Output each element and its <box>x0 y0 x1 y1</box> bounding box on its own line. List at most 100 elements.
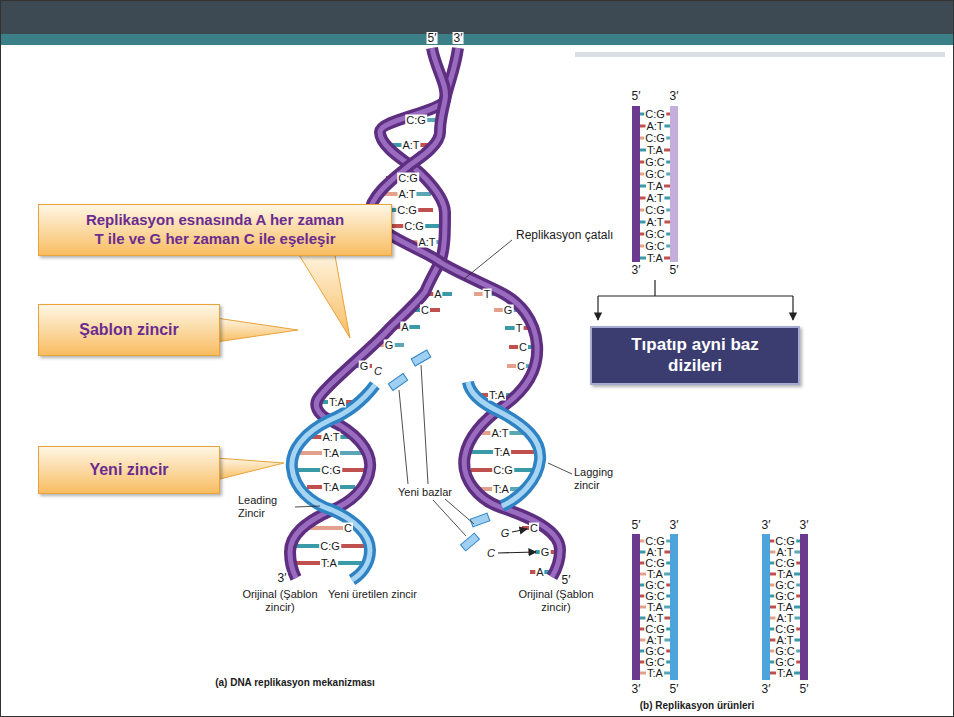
base-letter: A <box>535 567 544 578</box>
panel-caption: (b) Replikasyon ürünleri <box>640 700 754 712</box>
base-letter: G <box>359 361 370 372</box>
base-pair-label: G:C <box>644 157 666 168</box>
ladder-strand <box>670 106 678 262</box>
base-pair-label: T:A <box>646 569 664 580</box>
base-pair-label: G:C <box>774 580 796 591</box>
strand-end-label: 5′ <box>561 574 572 586</box>
annotation-label: Orijinal (Şablon zincir) <box>236 588 324 613</box>
base-pair-label: A:T <box>321 432 340 443</box>
base-pair-label: T:A <box>776 602 794 613</box>
base-pair-label: C:G <box>319 541 341 552</box>
base-pair-label: G:C <box>774 591 796 602</box>
base-pair-label: T:A <box>646 181 664 192</box>
strand-end-label: 5′ <box>669 264 680 276</box>
leader-line <box>464 240 512 279</box>
strand-end-label: 5′ <box>631 90 642 102</box>
base-pair-label: G:C <box>644 229 666 240</box>
base-pair-label: A:T <box>645 635 664 646</box>
base-pair-label: G:C <box>774 657 796 668</box>
base-pair-label: A:T <box>645 217 664 228</box>
callout-tail <box>296 250 350 338</box>
callout-tail <box>216 318 298 342</box>
annotation-label: Yeni bazlar <box>398 486 452 499</box>
leader-lines <box>295 240 572 536</box>
callout-tail <box>216 458 284 480</box>
pairing-arrow <box>512 529 527 532</box>
ladder-strand <box>632 106 640 262</box>
base-pair-label: T:A <box>646 253 664 264</box>
base-pair-label: T:A <box>322 448 340 459</box>
new-base-fragment <box>388 374 407 391</box>
strand-end-label: 3′ <box>631 683 642 695</box>
leader-line <box>433 500 466 536</box>
base-pair-label: T:A <box>320 558 338 569</box>
base-pair-label: A:T <box>417 237 436 248</box>
strand-highlight <box>292 385 375 580</box>
base-pair-label: A:T <box>645 613 664 624</box>
base-pair-label: C:G <box>774 536 796 547</box>
base-pair-label: C:G <box>774 624 796 635</box>
base-letter: C <box>529 523 539 534</box>
strand-end-label: 3′ <box>277 572 288 584</box>
base-pair-label: A:T <box>775 635 794 646</box>
annotation-label: Replikasyon çatalı <box>516 229 613 243</box>
annotation-label: Orijinal (Şablon zincir) <box>512 588 600 613</box>
strand-end-label: 3′ <box>453 32 464 44</box>
base-pair-label: G:C <box>644 580 666 591</box>
strand-end-label: 5′ <box>669 683 680 695</box>
strand-end-label: 3′ <box>669 90 680 102</box>
base-pair-label: T:A <box>493 447 511 458</box>
new-base-fragment <box>470 513 490 527</box>
ladder-strand <box>632 534 640 680</box>
base-pair-label: C:G <box>774 558 796 569</box>
strand-end-label: 3′ <box>799 519 810 531</box>
base-letter: G <box>500 528 511 539</box>
base-pair-label: C:G <box>492 465 514 476</box>
base-letter: C <box>420 305 430 316</box>
base-pair-label: C:G <box>644 558 666 569</box>
box-text: Yeni zincir <box>89 460 168 480</box>
split-arrow <box>597 296 598 320</box>
base-letter: C <box>516 361 526 372</box>
header-stripe <box>0 34 954 45</box>
leading-strand <box>292 385 375 580</box>
base-pair-label: T:A <box>646 145 664 156</box>
panel-caption: (a) DNA replikasyon mekanizması <box>215 677 375 689</box>
strand-end-label: 5′ <box>631 519 642 531</box>
strand-end-label: 3′ <box>761 683 772 695</box>
new-base-fragment <box>461 533 480 551</box>
base-letter: G <box>540 547 551 558</box>
base-pair-label: C:G <box>644 536 666 547</box>
result-box: Tıpatıp ayni baz dizileri <box>590 326 800 385</box>
annotation-label: Leading Zincir <box>238 494 294 519</box>
split-bracket <box>598 280 793 296</box>
base-letter: C <box>486 548 496 559</box>
base-letter: G <box>384 340 395 351</box>
strand-end-label: 5′ <box>427 32 438 44</box>
ladder-strand <box>762 534 770 680</box>
base-pair-label: A:T <box>645 547 664 558</box>
base-pair-label: A:T <box>775 547 794 558</box>
header-bar <box>0 0 954 34</box>
leader-line <box>445 499 474 524</box>
box-text: Şablon zincir <box>79 320 179 340</box>
ladder-strand <box>800 534 808 680</box>
strand-end-label: 3′ <box>761 519 772 531</box>
base-pair-label: C:G <box>320 465 342 476</box>
base-letter: T <box>483 289 492 300</box>
callout-box: Yeni zincir <box>38 446 220 494</box>
base-pair-label: A:T <box>397 189 416 200</box>
base-letter: G <box>503 305 514 316</box>
callout-box: Replikasyon esnasında A her zaman T ile … <box>38 204 392 256</box>
strand-end-label: 5′ <box>799 683 810 695</box>
pairing-arrow <box>498 552 536 553</box>
base-pair-label: T:A <box>776 668 794 679</box>
base-pair-label: G:C <box>644 169 666 180</box>
strand-end-label: 3′ <box>669 519 680 531</box>
base-pair-label: A:T <box>490 428 509 439</box>
base-pair-label: G:C <box>774 646 796 657</box>
base-pair-label: C:G <box>397 173 419 184</box>
annotation-label: Yeni üretilen zincir <box>328 588 417 601</box>
